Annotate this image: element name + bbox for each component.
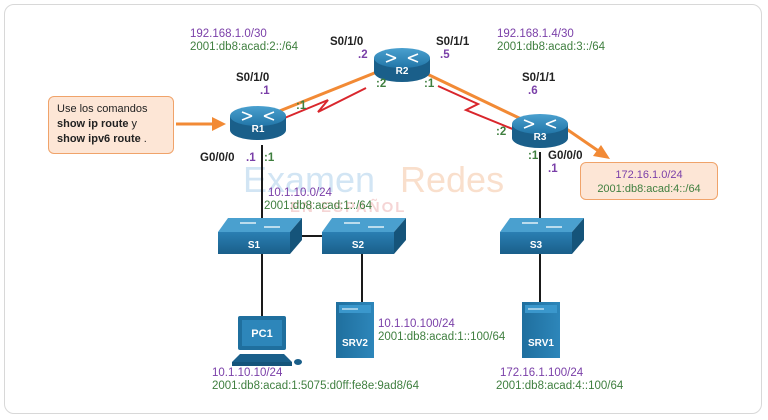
callout-r3-lan-ipv6: 2001:db8:acad:4::/64 — [597, 183, 701, 195]
switch-s1[interactable]: S1 — [218, 218, 302, 254]
hostid-r1-lan-v4: .1 — [246, 152, 256, 164]
callout-line-3: show ipv6 route . — [57, 132, 165, 147]
net-link2-ipv4: 192.168.1.4/30 — [497, 28, 574, 40]
router-icon — [230, 106, 286, 126]
addr-pc1-ipv4: 10.1.10.10/24 — [212, 367, 283, 379]
callout-instructions: Use los comandos show ip route y show ip… — [48, 96, 174, 154]
arrows — [176, 117, 610, 159]
arrow-icon — [564, 126, 601, 154]
switch-s3[interactable]: S3 — [500, 218, 584, 254]
iface-r3-g000: G0/0/0 — [548, 150, 583, 162]
device-label-s3: S3 — [530, 240, 543, 251]
addr-pc1-ipv6: 2001:db8:acad:1:5075:d0ff:fe8e:9ad8/64 — [212, 380, 419, 392]
server-srv2[interactable]: SRV2 — [336, 302, 374, 358]
device-label-srv2: SRV2 — [342, 338, 368, 349]
watermark-subtitle: EN ESPAÑOL — [290, 198, 406, 216]
router-r3[interactable]: R3 — [512, 114, 568, 148]
arrow-head-icon — [593, 145, 610, 159]
addr-srv1-ipv6: 2001:db8:acad:4::100/64 — [496, 380, 624, 392]
device-label-srv1: SRV1 — [528, 338, 554, 349]
addr-srv2-ipv4: 10.1.10.100/24 — [378, 318, 455, 330]
hostid-r3-serial-v6: :2 — [496, 126, 507, 138]
device-label-r2: R2 — [396, 66, 409, 77]
router-icon — [374, 48, 430, 68]
serial-link-r1-r2 — [269, 87, 367, 125]
device-label-pc1: PC1 — [251, 328, 272, 340]
diagram-frame — [4, 4, 762, 414]
callout-line-1: Use los comandos — [57, 103, 148, 115]
hostid-r3-lan-v4: .1 — [548, 163, 558, 175]
callout-r3-lan-ipv4: 172.16.1.0/24 — [615, 169, 683, 181]
hostid-r2-right-v6: :1 — [424, 78, 435, 90]
server-srv1[interactable]: SRV1 — [522, 302, 560, 358]
callout-r3-lan: 172.16.1.0/24 2001:db8:acad:4::/64 — [580, 162, 718, 200]
hostid-r1-serial-v4: .1 — [260, 85, 270, 97]
callout-line-2: show ip route y — [57, 117, 165, 132]
iface-r3-s011: S0/1/1 — [522, 72, 556, 84]
router-r1[interactable]: R1 — [230, 106, 286, 140]
watermark-word-redes: Redes — [400, 159, 504, 200]
iface-r1-s010: S0/1/0 — [236, 72, 270, 84]
device-label-s1: S1 — [248, 240, 261, 251]
device-label-r1: R1 — [252, 124, 265, 135]
hostid-r3-lan-v6: :1 — [528, 150, 539, 162]
net-lan1-ipv6: 2001:db8:acad:1::/64 — [264, 200, 373, 212]
router-r2[interactable]: R2 — [374, 48, 430, 82]
net-link1-ipv6: 2001:db8:acad:2::/64 — [190, 41, 299, 53]
watermark: Examen Redes EN ESPAÑOL — [243, 159, 504, 216]
addr-srv1-ipv4: 172.16.1.100/24 — [500, 367, 584, 379]
hostid-r2-left-v4: .2 — [358, 49, 368, 61]
hostid-r3-serial-v4: .6 — [528, 85, 538, 97]
device-label-r3: R3 — [534, 132, 547, 143]
hostid-r1-serial-v6: :1 — [296, 100, 307, 112]
iface-r2-s011: S0/1/1 — [436, 36, 470, 48]
serial-link-r2-r3 — [437, 85, 521, 133]
arrow-head-icon — [212, 117, 226, 131]
callout-line-2-rest: y — [128, 118, 138, 130]
hostid-r1-lan-v6: :1 — [264, 152, 275, 164]
net-link1-ipv4: 192.168.1.0/30 — [190, 28, 267, 40]
iface-r2-s010: S0/1/0 — [330, 36, 364, 48]
command-show-ipv6-route: show ipv6 route — [57, 133, 141, 145]
command-show-ip-route: show ip route — [57, 118, 129, 130]
pc-pc1[interactable]: PC1 — [232, 316, 302, 366]
addr-srv2-ipv6: 2001:db8:acad:1::100/64 — [378, 331, 506, 343]
device-label-s2: S2 — [352, 240, 365, 251]
callout-line-3-rest: . — [140, 133, 147, 145]
ethernet-links — [261, 145, 541, 318]
net-link2-ipv6: 2001:db8:acad:3::/64 — [497, 41, 606, 53]
serial-links — [269, 85, 521, 133]
switch-icon — [218, 218, 302, 232]
router-icon — [512, 114, 568, 134]
watermark-word-examen: Examen — [243, 159, 375, 200]
net-lan1-ipv4: 10.1.10.0/24 — [268, 187, 332, 199]
iface-r1-g000: G0/0/0 — [200, 152, 235, 164]
switch-icon — [322, 218, 406, 232]
hostid-r2-left-v6: :2 — [376, 78, 387, 90]
switch-icon — [500, 218, 584, 232]
hostid-r2-right-v4: .5 — [440, 49, 450, 61]
switch-s2[interactable]: S2 — [322, 218, 406, 254]
